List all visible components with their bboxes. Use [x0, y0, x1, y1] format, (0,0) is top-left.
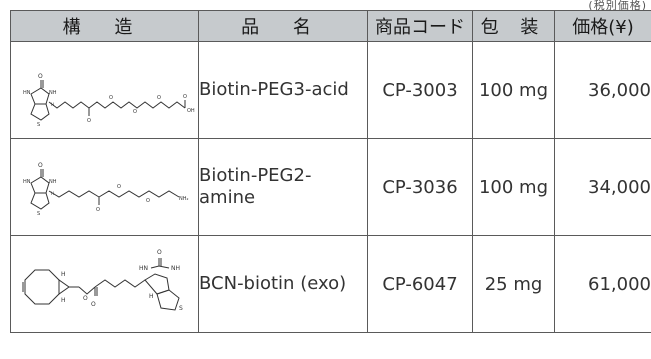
- header-structure: 構 造: [10, 10, 199, 42]
- header-code: 商品コード: [367, 10, 473, 42]
- atom-label: S: [37, 211, 40, 217]
- biotin-peg2-amine-structure: O HN NH S H O O O NH₂: [23, 162, 189, 217]
- atom-label: O: [157, 95, 161, 101]
- atom-label: H: [149, 293, 154, 300]
- atom-label: O: [133, 109, 137, 115]
- atom-label: O: [38, 73, 43, 80]
- atom-label: H: [61, 271, 66, 278]
- atom-label: NH: [49, 90, 57, 96]
- structure-cell: O HN NH S H O O O NH₂: [10, 138, 199, 236]
- table-row: O HN NH S H O O O NH₂ Biotin-PEG2-amine …: [10, 138, 651, 236]
- bcn-biotin-exo-structure: H H O O O HN NH S H: [22, 249, 183, 312]
- atom-label: O: [157, 249, 162, 256]
- product-name: BCN-biotin (exo): [198, 235, 368, 333]
- atom-label: NH: [49, 179, 57, 185]
- atom-label: S: [179, 305, 183, 312]
- atom-label: S: [37, 122, 40, 128]
- atom-label: O: [117, 184, 121, 190]
- atom-label: O: [83, 295, 88, 302]
- product-price: 36,000: [554, 41, 651, 139]
- product-code: CP-3003: [367, 41, 473, 139]
- table-row: O HN NH S H O O O O O OH Biotin-PEG3-aci…: [10, 41, 651, 139]
- table-row: H H O O O HN NH S H BCN-biotin (exo) CP-…: [10, 235, 651, 333]
- product-package: 25 mg: [472, 235, 555, 333]
- atom-label: NH: [171, 265, 180, 272]
- atom-label: HN: [139, 265, 148, 272]
- product-package: 100 mg: [472, 41, 555, 139]
- product-price: 34,000: [554, 138, 651, 236]
- structure-cell: H H O O O HN NH S H: [10, 235, 199, 333]
- biotin-peg3-acid-structure: O HN NH S H O O O O O OH: [23, 73, 195, 128]
- product-price: 61,000: [554, 235, 651, 333]
- product-package: 100 mg: [472, 138, 555, 236]
- atom-label: OH: [187, 108, 195, 114]
- atom-label: H: [51, 102, 54, 107]
- product-table: 構 造 品 名 商品コード 包 装 価格(¥) O: [10, 10, 651, 333]
- atom-label: NH₂: [179, 196, 189, 202]
- atom-label: O: [146, 198, 150, 204]
- atom-label: HN: [23, 90, 31, 96]
- product-name: Biotin-PEG3-acid: [198, 41, 368, 139]
- atom-label: HN: [23, 179, 31, 185]
- atom-label: O: [183, 94, 187, 100]
- top-note: (税別価格): [588, 0, 647, 12]
- atom-label: H: [61, 297, 66, 304]
- atom-label: O: [91, 301, 96, 308]
- table-header-row: 構 造 品 名 商品コード 包 装 価格(¥): [10, 10, 651, 42]
- header-name: 品 名: [198, 10, 368, 42]
- product-code: CP-6047: [367, 235, 473, 333]
- product-code: CP-3036: [367, 138, 473, 236]
- product-name: Biotin-PEG2-amine: [198, 138, 368, 236]
- header-price: 価格(¥): [554, 10, 651, 42]
- atom-label: O: [87, 118, 91, 124]
- atom-label: H: [51, 191, 54, 196]
- atom-label: O: [109, 95, 113, 101]
- atom-label: O: [38, 162, 43, 169]
- header-package: 包 装: [472, 10, 555, 42]
- structure-cell: O HN NH S H O O O O O OH: [10, 41, 199, 139]
- atom-label: O: [96, 207, 100, 213]
